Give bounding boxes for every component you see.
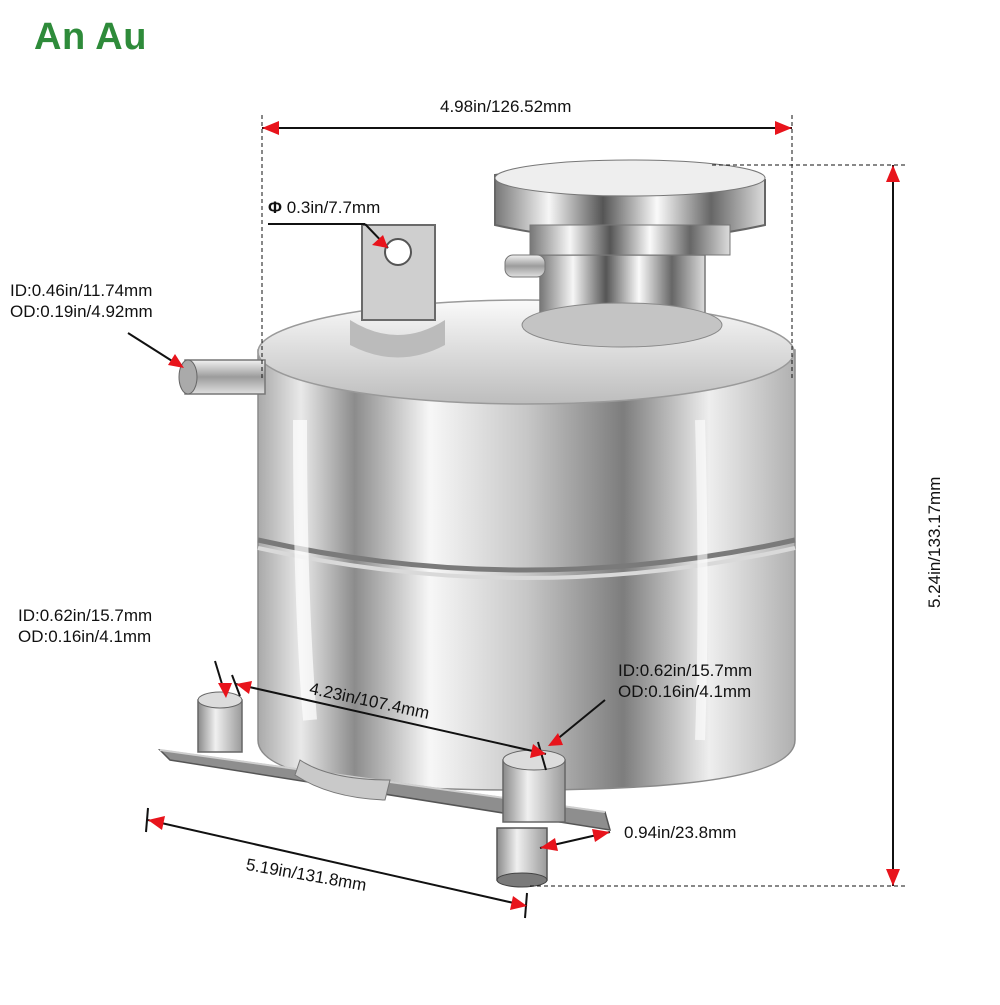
arrow-left-port <box>218 683 232 698</box>
height-label: 5.24in/133.17mm <box>925 476 944 608</box>
arrow-bracket-right <box>510 896 527 910</box>
right-port-id: ID:0.62in/15.7mm <box>618 661 753 680</box>
left-outlet-port <box>197 691 243 753</box>
mount-hole-value: 0.3in/7.7mm <box>286 198 381 217</box>
tank-body <box>257 299 796 791</box>
left-port-id: ID:0.62in/15.7mm <box>18 606 153 625</box>
arrow-mount-hole <box>372 235 388 248</box>
arrow-height-bottom <box>886 869 900 886</box>
left-port-od: OD:0.16in/4.1mm <box>18 627 152 647</box>
port-length-label: 0.94in/23.8mm <box>624 823 737 842</box>
arrow-port-length-right <box>592 829 610 842</box>
right-port-label: ID:0.62in/15.7mm OD:0.16in/4.1mm <box>618 660 752 703</box>
side-inlet-pipe <box>178 359 266 395</box>
arrow-spacing-left <box>236 681 252 694</box>
brand-logo: An Au <box>34 16 147 58</box>
side-inlet-od: OD:0.19in/4.92mm <box>10 302 153 322</box>
arrow-side-inlet <box>168 354 184 368</box>
arrow-right-port <box>548 733 563 746</box>
filler-cap <box>494 159 766 348</box>
side-inlet-label: ID:0.46in/11.74mm OD:0.19in/4.92mm <box>10 280 153 323</box>
arrowheads <box>148 121 900 910</box>
mount-hole-label: Φ 0.3in/7.7mm <box>268 197 380 218</box>
left-port-label: ID:0.62in/15.7mm OD:0.16in/4.1mm <box>18 605 152 648</box>
right-outlet-port <box>496 749 566 888</box>
diameter-symbol: Φ <box>268 198 282 217</box>
right-port-od: OD:0.16in/4.1mm <box>618 682 752 702</box>
arrow-bracket-left <box>148 816 165 830</box>
mounting-tab <box>350 224 445 358</box>
top-width-label: 4.98in/126.52mm <box>440 97 572 116</box>
arrow-height-top <box>886 165 900 182</box>
bracket-length-line <box>147 819 528 907</box>
port-spacing-line <box>235 683 547 755</box>
arrow-top-right <box>775 121 792 135</box>
arrow-spacing-right <box>530 744 546 758</box>
side-inlet-id: ID:0.46in/11.74mm <box>10 281 153 300</box>
arrow-top-left <box>262 121 279 135</box>
arrow-port-length-left <box>540 838 558 851</box>
